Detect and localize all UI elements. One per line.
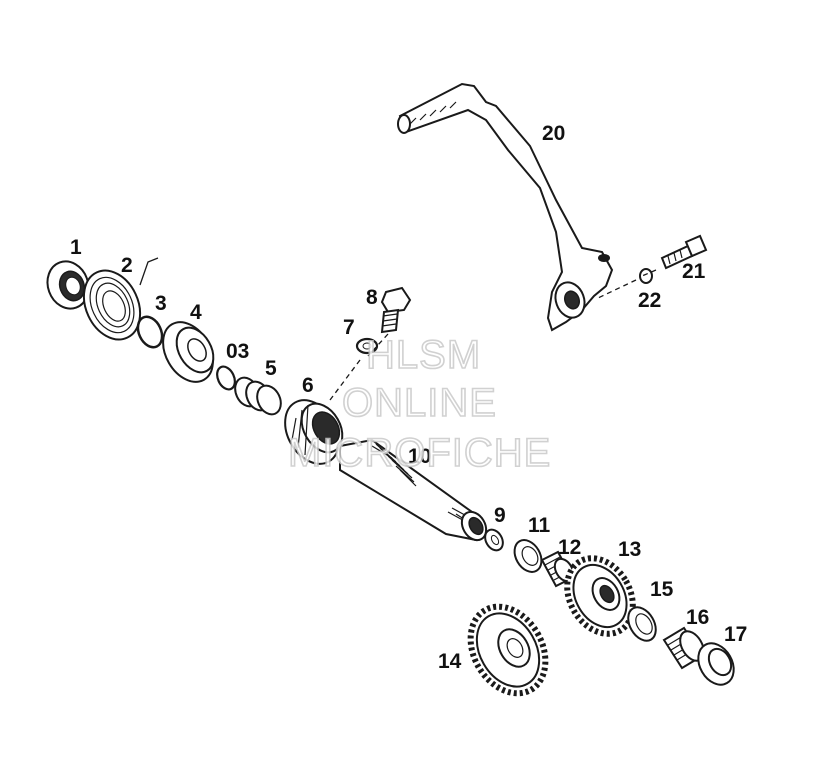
watermark-line-2: ONLINE	[342, 381, 497, 425]
part-11-thrust-washer[interactable]	[509, 535, 547, 576]
part-21-clamp-bolt[interactable]	[660, 234, 708, 270]
part-03-ring[interactable]	[214, 364, 239, 393]
callout-20: 20	[542, 122, 565, 145]
part-1-bushing[interactable]	[41, 256, 95, 315]
part-16-bearing[interactable]	[662, 626, 709, 670]
part-13-idler-gear[interactable]	[554, 546, 646, 645]
part-8-bolt[interactable]	[380, 286, 412, 334]
callout-10: 10	[408, 445, 431, 468]
callout-5: 5	[265, 357, 277, 380]
callout-1: 1	[70, 236, 82, 259]
callout-16: 16	[686, 606, 709, 629]
watermark-line-1: HLSM	[366, 333, 481, 377]
callout-15: 15	[650, 578, 674, 601]
part-20-kickstarter-lever[interactable]	[397, 82, 614, 332]
callout-4: 4	[190, 301, 202, 324]
callout-03: 03	[226, 340, 249, 363]
callout-9: 9	[494, 504, 506, 527]
part-17-bushing[interactable]	[691, 637, 741, 691]
callout-3: 3	[155, 292, 167, 315]
part-10-kickstarter-shaft[interactable]	[339, 438, 491, 544]
callout-22: 22	[638, 289, 661, 312]
part-14-kick-gear[interactable]	[456, 593, 561, 707]
part-22-washer[interactable]	[639, 268, 653, 284]
part-4-spring-cup[interactable]	[153, 313, 223, 390]
callout-8: 8	[366, 286, 378, 309]
part-5-spacer[interactable]	[231, 374, 286, 418]
watermark-line-3: MICROFICHE	[288, 431, 551, 475]
callout-17: 17	[724, 623, 747, 646]
callout-2: 2	[121, 254, 133, 277]
callout-11: 11	[528, 514, 551, 537]
bolt-axis-line	[329, 333, 389, 401]
callout-13: 13	[618, 538, 641, 561]
callout-21: 21	[682, 260, 706, 283]
part-3-circlip[interactable]	[133, 313, 166, 351]
watermark: HLSM ONLINE MICROFICHE	[287, 332, 551, 476]
callout-12: 12	[558, 536, 581, 559]
part-6-ratchet-gear[interactable]	[274, 391, 350, 474]
part-15-washer[interactable]	[623, 602, 662, 645]
callout-6: 6	[302, 374, 314, 397]
part-7-washer[interactable]	[355, 337, 379, 355]
part-2-spring[interactable]	[73, 257, 159, 349]
callout-14: 14	[438, 650, 462, 673]
part-9-washer[interactable]	[482, 526, 507, 553]
callout-7: 7	[343, 316, 355, 339]
clamp-bolt-axis-line	[597, 269, 657, 299]
